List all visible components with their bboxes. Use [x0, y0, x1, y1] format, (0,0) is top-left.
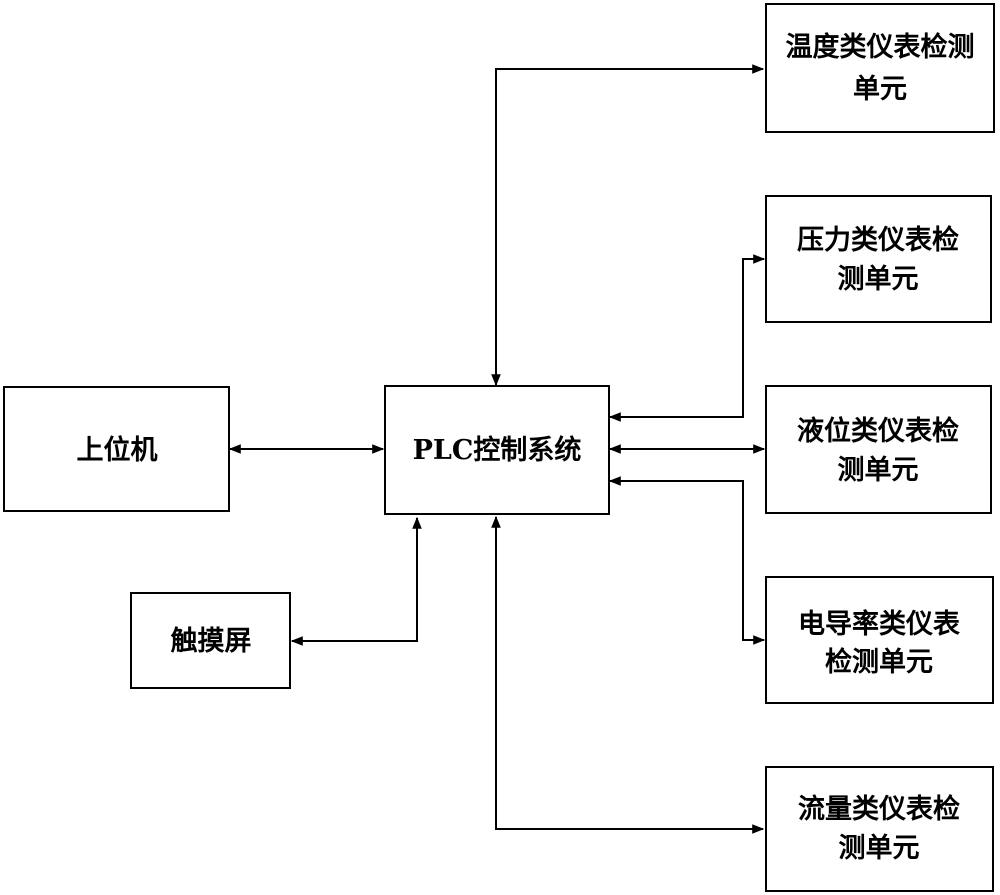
- temperature-unit-node: 温度类仪表检测 单元: [765, 3, 995, 133]
- touch-screen-label: 触摸屏: [171, 626, 252, 657]
- plc-label: PLC控制系统: [413, 434, 582, 466]
- level-unit-node: 液位类仪表检 测单元: [765, 385, 992, 514]
- pressure-unit-label-line1: 压力类仪表检: [797, 224, 959, 256]
- connector-plc-temperature: [491, 64, 765, 387]
- connector-plc-conductivity: [608, 476, 766, 645]
- connector-plc-pressure: [608, 254, 766, 422]
- level-unit-label-line1: 液位类仪表检: [797, 415, 959, 447]
- conductivity-unit-node: 电导率类仪表 检测单元: [765, 576, 994, 704]
- conductivity-unit-label-line1: 电导率类仪表: [798, 608, 960, 640]
- connector-touchscreen-plc: [290, 516, 422, 646]
- pressure-unit-label-line2: 测单元: [838, 264, 919, 295]
- plc-node: PLC控制系统: [384, 385, 610, 515]
- host-computer-label: 上位机: [77, 434, 158, 466]
- temperature-unit-label-line1: 温度类仪表检测: [786, 31, 975, 63]
- flow-unit-label-line1: 流量类仪表检: [798, 793, 960, 825]
- connector-plc-flow: [491, 515, 765, 834]
- conductivity-unit-label-line2: 检测单元: [825, 646, 933, 678]
- pressure-unit-node: 压力类仪表检 测单元: [765, 195, 992, 323]
- temperature-unit-label-line2: 单元: [853, 74, 907, 105]
- touch-screen-node: 触摸屏: [130, 592, 291, 689]
- host-computer-node: 上位机: [3, 386, 230, 512]
- connectors: [228, 64, 766, 834]
- flow-unit-node: 流量类仪表检 测单元: [765, 766, 994, 892]
- flow-unit-label-line2: 测单元: [839, 833, 920, 864]
- level-unit-label-line2: 测单元: [838, 455, 919, 486]
